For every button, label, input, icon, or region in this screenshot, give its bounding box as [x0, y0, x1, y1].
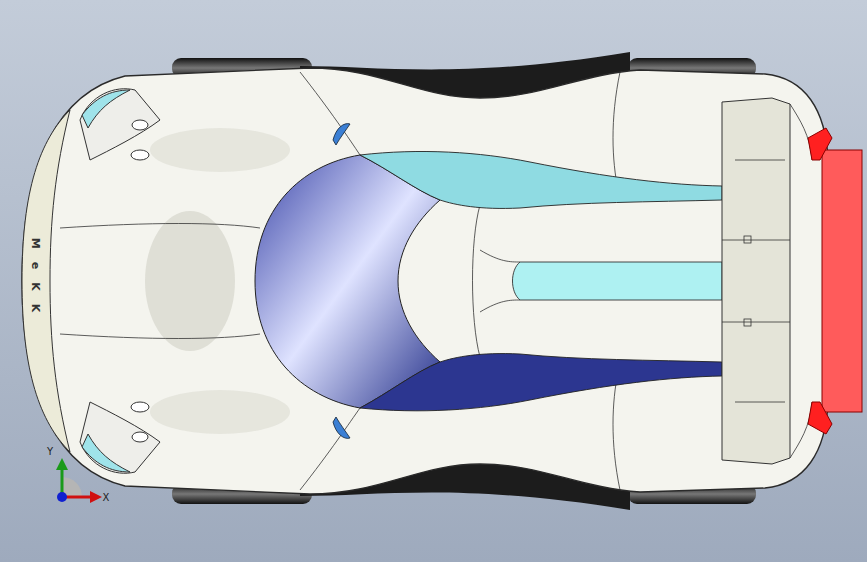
- car-body: [22, 68, 828, 494]
- axis-triad: [56, 458, 102, 503]
- windshield: [255, 155, 440, 408]
- rear-wing: [722, 98, 790, 464]
- axis-label: X: [103, 492, 110, 503]
- headlight: [80, 89, 160, 474]
- spoiler: [808, 128, 862, 434]
- axis-label: Y: [47, 446, 53, 457]
- brand-lettering: MeKK: [30, 237, 43, 324]
